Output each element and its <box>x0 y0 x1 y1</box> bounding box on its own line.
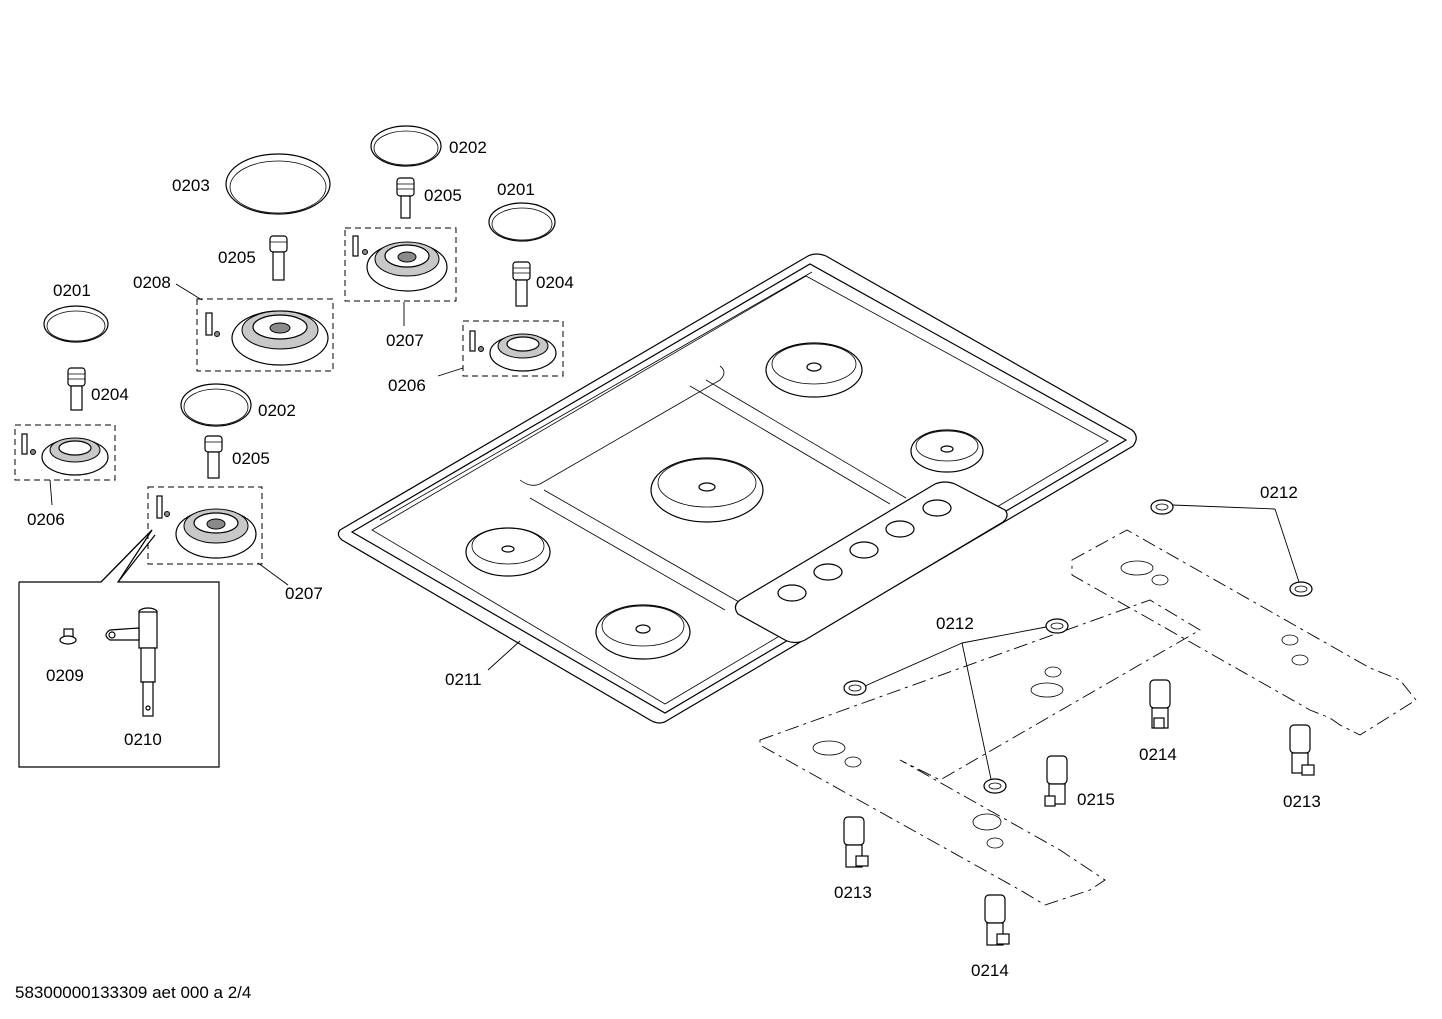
label-0204-right: 0204 <box>536 273 574 292</box>
leader-lines <box>49 283 1300 780</box>
label-0201-right: 0201 <box>497 180 535 199</box>
label-0202-top: 0202 <box>449 138 487 157</box>
pan-burner-well-1 <box>765 342 863 398</box>
label-0211: 0211 <box>445 670 482 689</box>
label-0212-middle: 0212 <box>936 614 974 633</box>
injector-far-left <box>67 367 86 411</box>
gas-valve-4 <box>843 816 869 868</box>
label-0208: 0208 <box>133 273 171 292</box>
label-0207-lower: 0207 <box>285 584 323 603</box>
label-0201-left: 0201 <box>53 281 91 300</box>
label-0214-bottom: 0214 <box>971 961 1009 980</box>
nut-2 <box>1289 581 1313 597</box>
label-0205-middle: 0205 <box>232 449 270 468</box>
gas-valve-5 <box>984 894 1010 946</box>
burner-assembly-top <box>344 227 457 302</box>
label-0209: 0209 <box>46 666 84 685</box>
pan-burner-well-4 <box>465 527 551 577</box>
nut-4 <box>843 680 867 696</box>
pan-burner-well-5 <box>595 604 691 660</box>
label-0215: 0215 <box>1077 790 1115 809</box>
pan-burner-well-2 <box>910 429 984 473</box>
injector-right <box>512 261 531 307</box>
burner-cap-large <box>225 153 331 215</box>
pan-burner-well-3 <box>650 457 764 523</box>
burner-assembly-small-right <box>462 320 564 377</box>
gas-valve-2 <box>1289 724 1315 776</box>
gas-valve-3 <box>1044 755 1068 807</box>
label-0204-left: 0204 <box>91 385 129 404</box>
nut-3 <box>1045 618 1069 634</box>
label-0213-right: 0213 <box>1283 792 1321 811</box>
injector-top <box>396 177 415 219</box>
injector-left <box>269 235 288 281</box>
burner-assembly-small-left <box>14 424 116 481</box>
burner-assembly-lower <box>147 486 263 565</box>
injector-middle <box>204 435 223 479</box>
label-0205-left: 0205 <box>218 248 256 267</box>
valve-rail-left <box>759 599 1201 906</box>
label-0203: 0203 <box>172 176 210 195</box>
label-0212-right: 0212 <box>1260 483 1298 502</box>
nut-5 <box>983 778 1007 794</box>
burner-assembly-large <box>196 298 334 372</box>
label-0210: 0210 <box>124 730 162 749</box>
gas-valve-1 <box>1149 679 1171 729</box>
burner-cap-medium-top <box>370 125 442 167</box>
label-0207-top: 0207 <box>386 331 424 350</box>
burner-cap-small-right <box>488 202 556 242</box>
document-id: 58300000133309 aet 000 a 2/4 <box>15 983 251 1002</box>
nut-1 <box>1150 499 1174 515</box>
label-0206-right: 0206 <box>388 376 426 395</box>
label-0206-left: 0206 <box>27 510 65 529</box>
cooktop-pan <box>337 253 1137 724</box>
thermocouple-detail-inset <box>18 529 220 768</box>
valve-rail-right <box>1071 529 1417 736</box>
label-0214-right: 0214 <box>1139 745 1177 764</box>
label-0213-left: 0213 <box>834 883 872 902</box>
label-0205-top: 0205 <box>424 186 462 205</box>
label-0202-middle: 0202 <box>258 401 296 420</box>
burner-cap-medium-middle <box>180 383 252 427</box>
burner-cap-small-left <box>43 305 109 343</box>
control-knob-strip <box>734 481 1008 644</box>
